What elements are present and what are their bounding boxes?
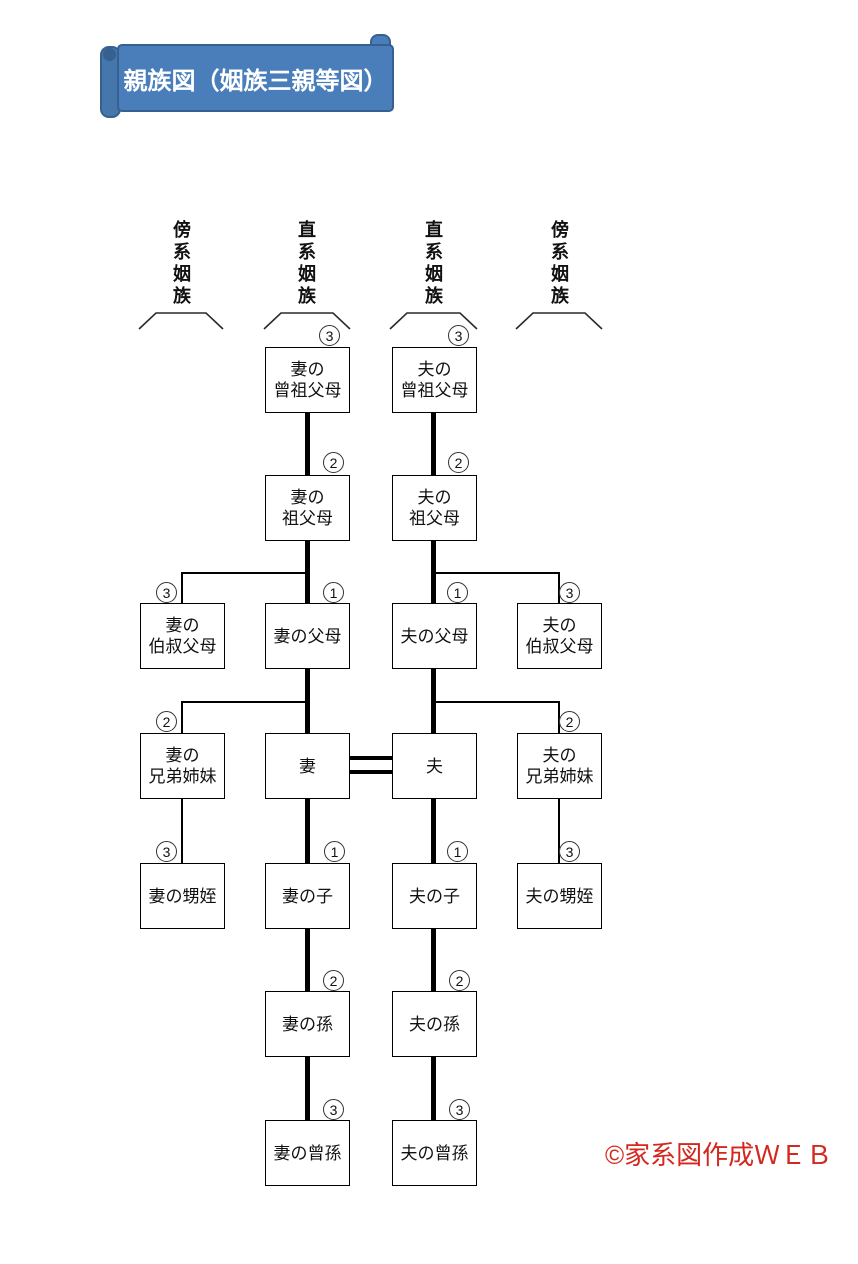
box-husband-siblings: 夫の 兄弟姉妹 <box>517 733 602 799</box>
box-label: 夫の 伯叔父母 <box>525 616 594 656</box>
connector <box>305 540 310 604</box>
connector <box>305 1056 310 1121</box>
box-label: 妻の甥姪 <box>148 886 217 906</box>
brace-direct-right <box>389 310 478 331</box>
degree-badge: 2 <box>156 711 177 732</box>
box-husband: 夫 <box>392 733 477 799</box>
degree-badge: 1 <box>447 582 468 603</box>
degree-badge: 2 <box>448 452 469 473</box>
connector <box>431 412 436 476</box>
connector <box>431 1056 436 1121</box>
degree-badge: 3 <box>156 841 177 862</box>
connector <box>181 572 183 604</box>
box-wife-great-grandparents: 妻の 曾祖父母 <box>265 347 350 413</box>
column-header-direct-right: 直 系 姻 族 <box>425 220 443 306</box>
marriage-link <box>350 770 392 774</box>
degree-badge: 3 <box>323 1099 344 1120</box>
connector <box>431 798 436 864</box>
box-wife-children: 妻の子 <box>265 863 350 929</box>
connector <box>305 928 310 992</box>
degree-badge: 1 <box>447 841 468 862</box>
box-husband-parents: 夫の父母 <box>392 603 477 669</box>
title-banner: 親族図（姻族三親等図） <box>98 32 398 124</box>
degree-badge: 3 <box>448 325 469 346</box>
box-label: 夫の父母 <box>400 626 469 646</box>
box-label: 夫の 曾祖父母 <box>400 360 469 400</box>
box-label: 夫の子 <box>409 886 460 906</box>
degree-badge: 2 <box>323 970 344 991</box>
connector <box>181 798 183 864</box>
box-wife-nephews-nieces: 妻の甥姪 <box>140 863 225 929</box>
connector <box>181 572 307 574</box>
box-label: 夫の甥姪 <box>525 886 594 906</box>
degree-badge: 1 <box>323 582 344 603</box>
banner-face: 親族図（姻族三親等図） <box>117 44 394 112</box>
degree-badge: 3 <box>559 582 580 603</box>
degree-badge: 3 <box>319 325 340 346</box>
marriage-link <box>350 756 392 760</box>
box-label: 妻の 曾祖父母 <box>273 360 342 400</box>
degree-badge: 1 <box>324 841 345 862</box>
connector <box>433 572 560 574</box>
degree-badge: 2 <box>449 970 470 991</box>
connector <box>305 798 310 864</box>
box-husband-great-grandchildren: 夫の曾孫 <box>392 1120 477 1186</box>
box-wife: 妻 <box>265 733 350 799</box>
degree-badge: 3 <box>449 1099 470 1120</box>
connector <box>558 798 560 864</box>
box-label: 夫の曾孫 <box>400 1143 469 1163</box>
box-husband-nephews-nieces: 夫の甥姪 <box>517 863 602 929</box>
scroll-curl-decoration <box>103 48 116 61</box>
box-label: 夫の 兄弟姉妹 <box>525 746 594 786</box>
connector <box>181 701 183 734</box>
box-wife-grandparents: 妻の 祖父母 <box>265 475 350 541</box>
brace-direct-left <box>263 310 351 331</box>
box-label: 夫の孫 <box>409 1014 460 1034</box>
box-label: 妻の父母 <box>273 626 342 646</box>
box-wife-parents: 妻の父母 <box>265 603 350 669</box>
box-wife-siblings: 妻の 兄弟姉妹 <box>140 733 225 799</box>
box-label: 夫の 祖父母 <box>409 488 460 528</box>
degree-badge: 2 <box>323 452 344 473</box>
box-wife-grandchildren: 妻の孫 <box>265 991 350 1057</box>
connector <box>433 701 560 703</box>
box-husband-great-grandparents: 夫の 曾祖父母 <box>392 347 477 413</box>
box-husband-grandparents: 夫の 祖父母 <box>392 475 477 541</box>
box-label: 妻の 兄弟姉妹 <box>148 746 217 786</box>
box-label: 妻の子 <box>282 886 333 906</box>
degree-badge: 3 <box>559 841 580 862</box>
box-label: 妻の 祖父母 <box>282 488 333 528</box>
degree-badge: 2 <box>559 711 580 732</box>
page-title: 親族図（姻族三親等図） <box>123 67 388 95</box>
column-header-direct-left: 直 系 姻 族 <box>298 220 316 306</box>
degree-badge: 3 <box>156 582 177 603</box>
box-label: 妻 <box>299 756 316 776</box>
box-label: 夫 <box>426 756 443 776</box>
column-header-collateral-right: 傍 系 姻 族 <box>551 220 569 306</box>
box-husband-grandchildren: 夫の孫 <box>392 991 477 1057</box>
brace-collateral-right <box>515 310 603 331</box>
box-husband-children: 夫の子 <box>392 863 477 929</box>
copyright-text: ©家系図作成ＷＥＢ <box>605 1140 833 1170</box>
connector <box>305 412 310 476</box>
box-wife-great-grandchildren: 妻の曾孫 <box>265 1120 350 1186</box>
connector <box>431 928 436 992</box>
box-husband-uncles-aunts: 夫の 伯叔父母 <box>517 603 602 669</box>
box-label: 妻の 伯叔父母 <box>148 616 217 656</box>
connector <box>305 668 310 734</box>
connector <box>181 701 307 703</box>
box-label: 妻の孫 <box>282 1014 333 1034</box>
box-wife-uncles-aunts: 妻の 伯叔父母 <box>140 603 225 669</box>
column-header-collateral-left: 傍 系 姻 族 <box>173 220 191 306</box>
brace-collateral-left <box>138 310 224 331</box>
box-label: 妻の曾孫 <box>273 1143 342 1163</box>
